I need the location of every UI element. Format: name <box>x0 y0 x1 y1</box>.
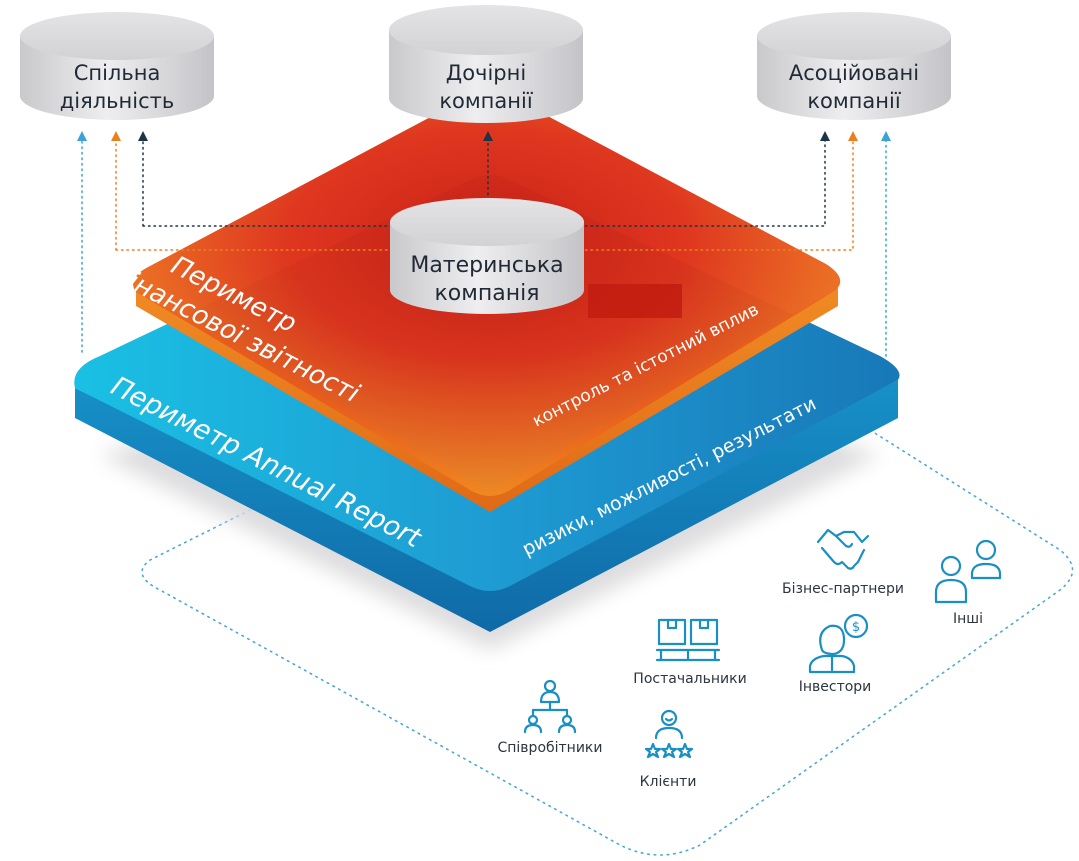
connector-lines <box>81 137 887 357</box>
joint-activity-label-2: діяльність <box>60 89 175 113</box>
arrow-up-icon <box>111 131 121 141</box>
parent-company-label-2: компанія <box>435 281 540 306</box>
arrow-up-icon <box>483 131 493 141</box>
associates-cylinder: Асоційовані компанії <box>757 12 951 120</box>
parent-company-label-1: Материнська <box>410 253 563 278</box>
layer-accent <box>588 284 682 318</box>
subsidiaries-cylinder: Дочірні компанії <box>389 5 583 123</box>
arrow-up-icon <box>848 131 858 141</box>
client-rating-icon <box>644 709 694 759</box>
investor-icon: $ <box>808 613 869 674</box>
subsidiaries-label-2: компанії <box>439 89 533 113</box>
joint-activity-cylinder: Спільна діяльність <box>20 12 214 120</box>
org-chart-icon <box>523 679 577 734</box>
subsidiaries-label-1: Дочірні <box>446 61 526 85</box>
stakeholder-investors: Інвестори <box>799 679 872 695</box>
joint-activity-label-1: Спільна <box>74 61 161 85</box>
parent-company-cylinder: Материнська компанія <box>390 198 584 314</box>
stakeholder-perimeter-outline <box>141 429 1074 856</box>
associates-label-1: Асоційовані <box>789 61 919 85</box>
handshake-icon <box>816 528 870 570</box>
arrow-up-icon <box>881 131 891 141</box>
stakeholder-suppliers: Постачальники <box>633 671 746 687</box>
arrowheads <box>77 131 891 141</box>
svg-text:$: $ <box>852 620 860 635</box>
stakeholder-business-partners: Бізнес-партнери <box>782 581 904 597</box>
arrow-up-icon <box>820 131 830 141</box>
people-icon <box>934 539 1002 604</box>
arrow-up-icon <box>77 131 87 141</box>
stakeholder-employees: Співробітники <box>497 740 602 756</box>
stakeholder-clients: Клієнти <box>640 774 697 790</box>
associates-label-2: компанії <box>807 89 901 113</box>
boxes-icon <box>655 618 721 662</box>
arrow-up-icon <box>138 131 148 141</box>
stakeholder-others: Інші <box>953 611 983 627</box>
